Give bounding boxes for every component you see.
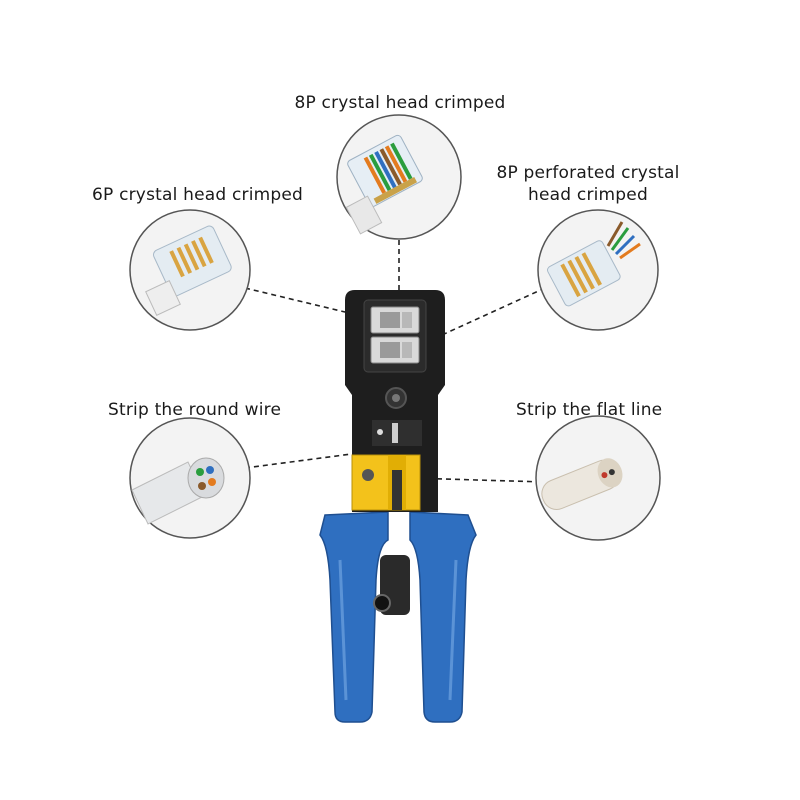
flat-cable-icon <box>535 415 661 541</box>
stripper-blade <box>351 454 421 511</box>
left-handle <box>319 511 389 723</box>
label-strip-flat: Strip the flat line <box>516 400 663 420</box>
label-8p-crimp: 8P crystal head crimped <box>294 93 506 113</box>
leader-line-8p-perforated <box>419 287 546 346</box>
pass-through-connector-icon <box>537 209 659 331</box>
rj11-connector-icon <box>129 209 251 331</box>
label-6p-crimp: 6P crystal head crimped <box>92 185 304 205</box>
rj45-connector-icon <box>336 114 462 240</box>
leader-line-6p <box>244 287 371 319</box>
crimping-tool <box>319 290 477 723</box>
label-8p-perforated-crimp: 8P perforated crystal head crimped <box>496 163 680 205</box>
label-strip-round: Strip the round wire <box>108 400 282 420</box>
right-handle <box>409 511 477 723</box>
round-cable-icon <box>129 417 251 539</box>
